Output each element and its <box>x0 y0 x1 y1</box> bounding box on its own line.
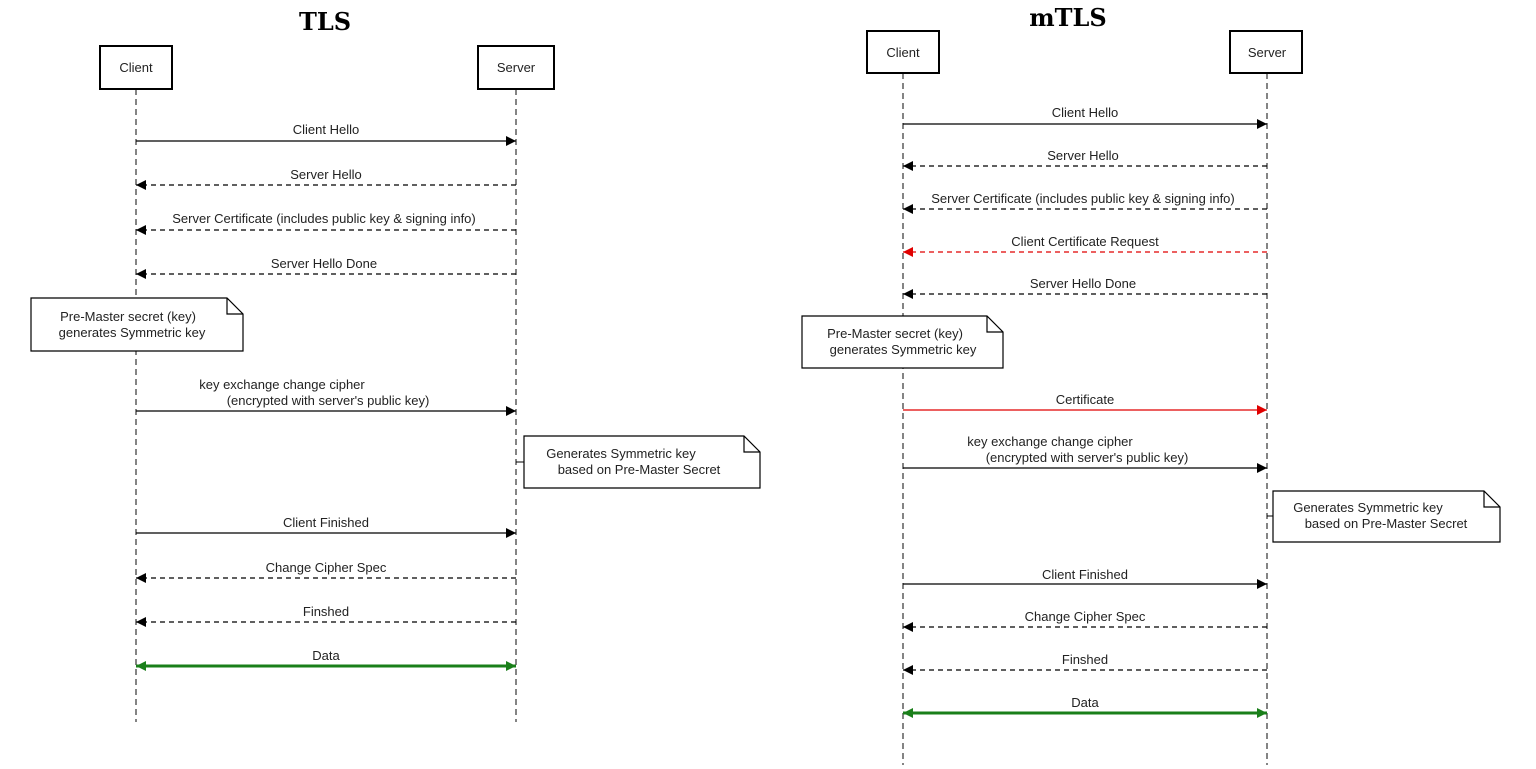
note-line: Generates Symmetric key <box>546 446 696 461</box>
tls-diagram: TLS Client Server Client Hello Server He… <box>30 7 761 722</box>
message-label: Certificate <box>1056 392 1115 407</box>
message-label: Server Certificate (includes public key … <box>931 191 1234 206</box>
message-label: Server Hello <box>1047 148 1119 163</box>
message: Client Finished <box>903 567 1267 589</box>
message-label: Data <box>312 648 340 663</box>
message-label: Client Certificate Request <box>1011 234 1159 249</box>
participant-label: Client <box>119 60 153 75</box>
message: Client Certificate Request <box>903 234 1267 257</box>
participant-label: Server <box>1248 45 1287 60</box>
message: Server Hello <box>903 148 1267 171</box>
message: Change Cipher Spec <box>903 609 1267 632</box>
note-line: Pre-Master secret (key) <box>60 309 196 324</box>
note-line: based on Pre-Master Secret <box>1305 516 1468 531</box>
note: Pre-Master secret (key)generates Symmetr… <box>801 315 1004 369</box>
server-participant: Server <box>477 45 555 90</box>
message: Certificate <box>903 392 1267 415</box>
message: Data <box>136 648 516 671</box>
message: Server Certificate (includes public key … <box>136 211 516 235</box>
diagram-title: TLS <box>299 7 351 36</box>
client-participant: Client <box>99 45 173 90</box>
note-line: Pre-Master secret (key) <box>827 326 963 341</box>
message: Server Hello Done <box>903 276 1267 299</box>
message-label: Server Certificate (includes public key … <box>172 211 475 226</box>
message: Client Finished <box>136 515 516 538</box>
message: Finshed <box>136 604 516 627</box>
note-text: Pre-Master secret (key)generates Symmetr… <box>827 326 977 357</box>
message-label: Server Hello Done <box>1030 276 1136 291</box>
message: Server Hello Done <box>136 256 516 279</box>
message-label: Finshed <box>1062 652 1108 667</box>
message: Change Cipher Spec <box>136 560 516 583</box>
client-participant: Client <box>866 30 940 74</box>
message-label: Server Hello <box>290 167 362 182</box>
note-line: Generates Symmetric key <box>1293 500 1443 515</box>
message-label: Client Finished <box>1042 567 1128 582</box>
participant-label: Server <box>497 60 536 75</box>
diagram-title: mTLS <box>1029 3 1106 32</box>
message-label: Change Cipher Spec <box>266 560 387 575</box>
message-label: Client Hello <box>1052 105 1118 120</box>
note-line: based on Pre-Master Secret <box>558 462 721 477</box>
message: Client Hello <box>136 122 516 146</box>
message-label: Client Hello <box>293 122 359 137</box>
message: key exchange change cipher(encrypted wit… <box>903 434 1267 473</box>
message-label: Change Cipher Spec <box>1025 609 1146 624</box>
mtls-diagram: mTLS Client Server Client Hello Server H… <box>801 3 1501 765</box>
message: Client Hello <box>903 105 1267 129</box>
note-line: generates Symmetric key <box>830 342 977 357</box>
message-label: Data <box>1071 695 1099 710</box>
message-label-line: (encrypted with server's public key) <box>227 393 430 408</box>
message: key exchange change cipher(encrypted wit… <box>136 377 516 416</box>
note-line: generates Symmetric key <box>59 325 206 340</box>
message: Server Certificate (includes public key … <box>903 191 1267 214</box>
message: Finshed <box>903 652 1267 675</box>
note: Pre-Master secret (key)generates Symmetr… <box>30 297 244 352</box>
message-label-line: key exchange change cipher <box>199 377 365 392</box>
note-text: Pre-Master secret (key)generates Symmetr… <box>59 309 206 340</box>
message-label: Server Hello Done <box>271 256 377 271</box>
message-label: key exchange change cipher(encrypted wit… <box>199 377 429 408</box>
message: Data <box>903 695 1267 718</box>
message-label-line: (encrypted with server's public key) <box>986 450 1189 465</box>
message-label-line: key exchange change cipher <box>967 434 1133 449</box>
message-label: key exchange change cipher(encrypted wit… <box>967 434 1188 465</box>
message-label: Client Finished <box>283 515 369 530</box>
participant-label: Client <box>886 45 920 60</box>
message-label: Finshed <box>303 604 349 619</box>
server-participant: Server <box>1229 30 1303 74</box>
message: Server Hello <box>136 167 516 190</box>
